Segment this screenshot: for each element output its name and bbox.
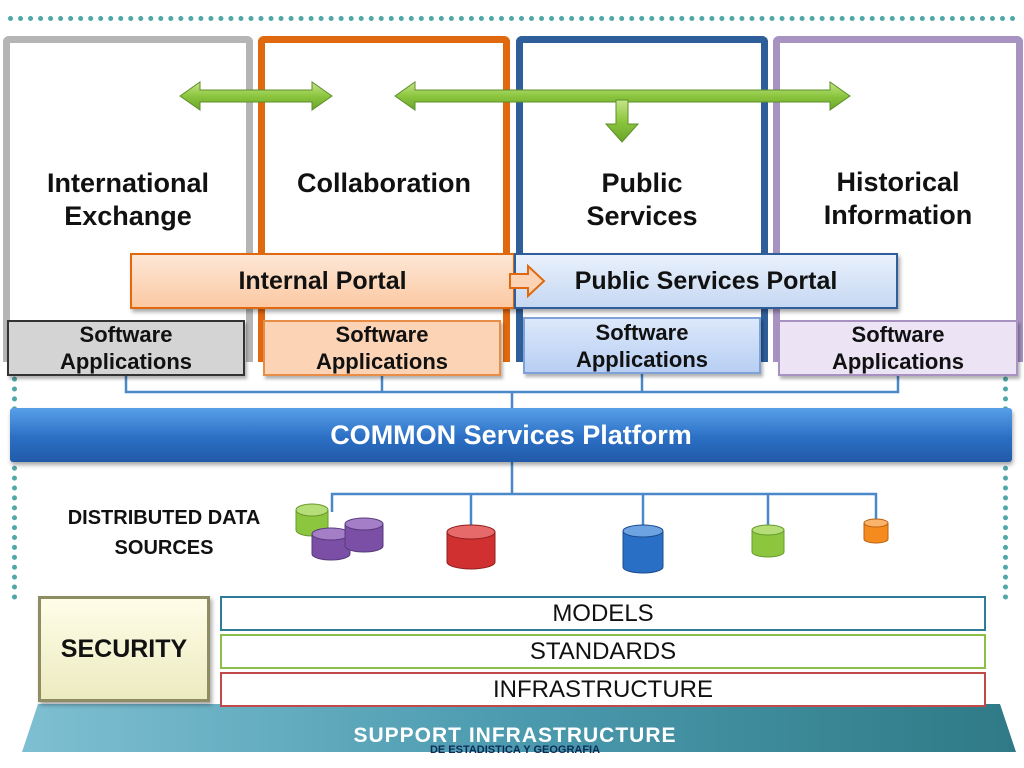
layer-label: INFRASTRUCTURE bbox=[493, 675, 713, 703]
platform-label: COMMON Services Platform bbox=[330, 419, 692, 450]
public-services-portal: Public Services Portal bbox=[514, 253, 898, 309]
dotted-frame-top bbox=[8, 16, 1016, 21]
software-applications-international: Software Applications bbox=[7, 320, 245, 376]
software-label: Software bbox=[335, 322, 429, 347]
database-icon bbox=[446, 524, 496, 570]
title-line: Services bbox=[586, 201, 698, 231]
distributed-data-sources-label: DISTRIBUTED DATA SOURCES bbox=[50, 503, 278, 563]
software-applications-collaboration: Software Applications bbox=[263, 320, 501, 376]
column-title-international-exchange: International Exchange bbox=[10, 167, 246, 233]
security-label: SECURITY bbox=[60, 634, 188, 663]
models-layer: MODELS bbox=[220, 596, 986, 631]
software-applications-public-services: Software Applications bbox=[523, 317, 761, 374]
long-double-arrow-icon bbox=[394, 81, 851, 111]
portal-arrow-icon bbox=[509, 264, 546, 298]
public-services-portal-label: Public Services Portal bbox=[574, 266, 838, 295]
infrastructure-layer: INFRASTRUCTURE bbox=[220, 672, 986, 707]
software-label: Applications bbox=[575, 346, 708, 372]
layer-label: STANDARDS bbox=[529, 637, 677, 665]
software-label: Applications bbox=[315, 349, 448, 374]
database-icon bbox=[622, 524, 664, 574]
layer-label: MODELS bbox=[552, 599, 654, 627]
column-title-collaboration: Collaboration bbox=[266, 167, 502, 200]
database-icon bbox=[311, 527, 351, 561]
down-arrow-icon bbox=[604, 99, 640, 143]
dds-line: DISTRIBUTED DATA bbox=[67, 507, 261, 529]
database-icon bbox=[344, 517, 384, 553]
security-box: SECURITY bbox=[38, 596, 210, 702]
title-line: Information bbox=[823, 200, 973, 230]
app-connectors bbox=[124, 374, 900, 408]
software-label: Software bbox=[851, 322, 945, 347]
dds-line: SOURCES bbox=[114, 537, 214, 559]
software-label: Applications bbox=[831, 349, 964, 374]
title-line: Exchange bbox=[64, 201, 192, 231]
database-icon bbox=[863, 518, 889, 544]
support-infrastructure-label: SUPPORT INFRASTRUCTURE bbox=[353, 724, 677, 747]
support-infrastructure-base bbox=[22, 704, 1016, 752]
software-label: Applications bbox=[59, 349, 192, 374]
internal-portal: Internal Portal bbox=[130, 253, 515, 309]
title-line: International bbox=[46, 168, 209, 198]
common-services-platform: COMMON Services Platform bbox=[10, 408, 1012, 462]
column-title-public-services: Public Services bbox=[524, 167, 760, 233]
software-label: Software bbox=[595, 319, 689, 345]
title-line: Historical bbox=[836, 167, 960, 197]
standards-layer: STANDARDS bbox=[220, 634, 986, 669]
column-title-historical-information: Historical Information bbox=[780, 166, 1016, 232]
software-applications-historical: Software Applications bbox=[778, 320, 1018, 376]
double-arrow-icon bbox=[179, 81, 333, 111]
data-connectors bbox=[330, 462, 878, 530]
software-label: Software bbox=[79, 322, 173, 347]
title-line: Collaboration bbox=[297, 168, 471, 198]
internal-portal-label: Internal Portal bbox=[238, 266, 407, 295]
title-line: Public bbox=[601, 168, 683, 198]
institution-sublabel: DE ESTADISTICA Y GEOGRAFIA bbox=[429, 744, 601, 756]
database-icon bbox=[751, 524, 785, 558]
